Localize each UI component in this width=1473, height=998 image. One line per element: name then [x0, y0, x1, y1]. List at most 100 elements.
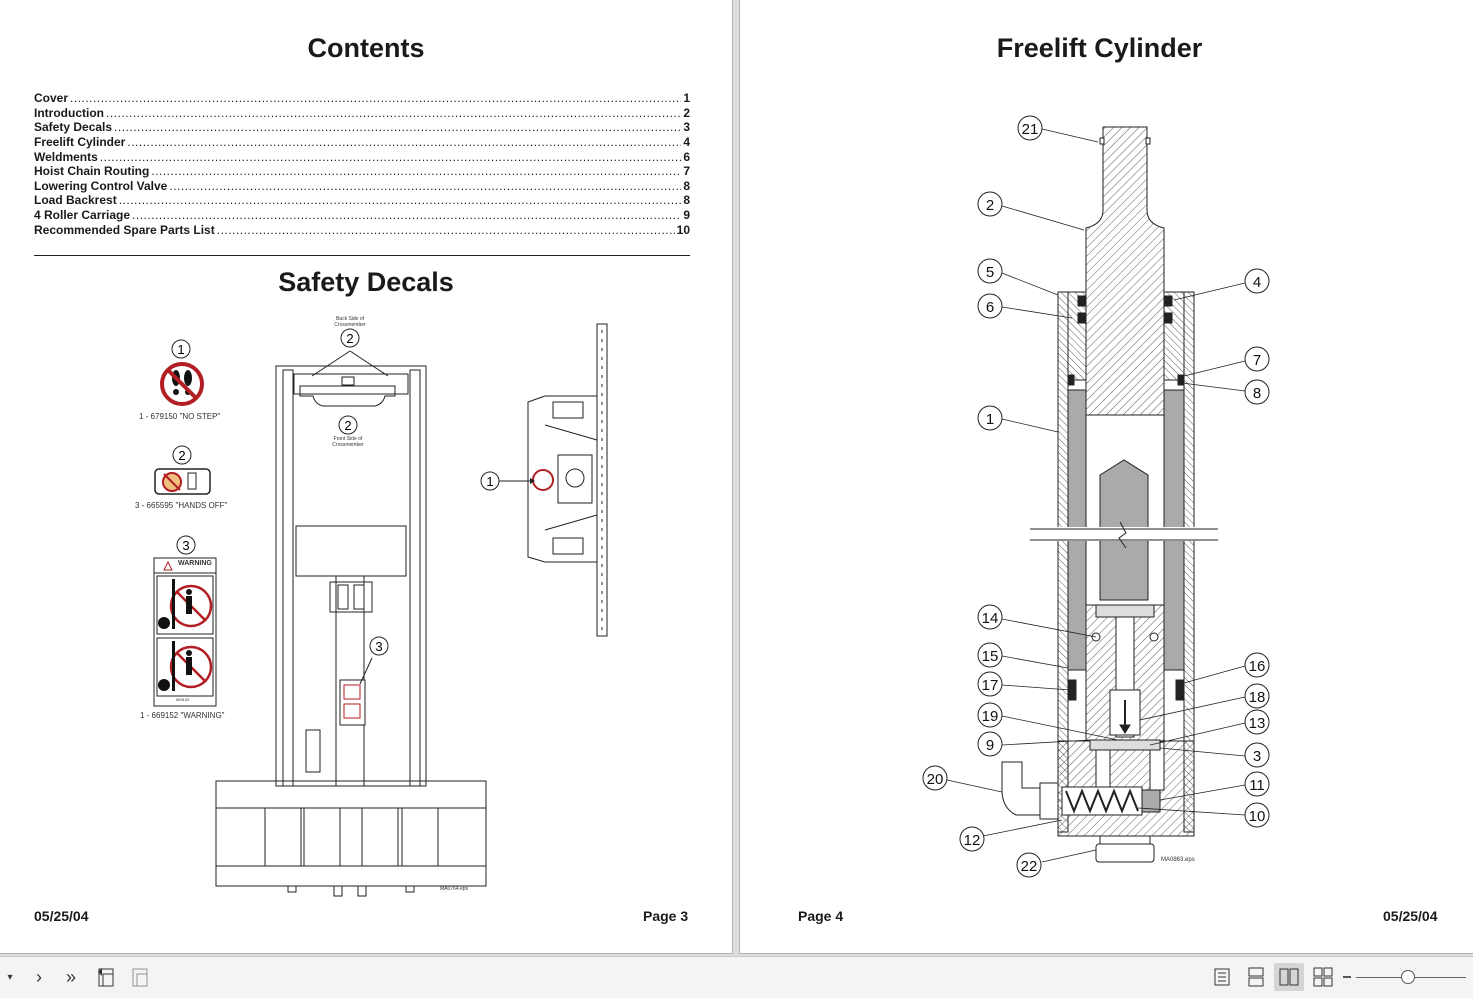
two-page-icon[interactable] [1274, 963, 1304, 991]
divider [34, 255, 690, 256]
callout-21: 21 [1017, 115, 1043, 141]
toc-entry[interactable]: Introduction 2 [34, 106, 690, 121]
svg-text:2: 2 [986, 197, 994, 214]
callout-3-mast: 3 [369, 636, 389, 656]
callout-14: 14 [977, 604, 1003, 630]
toc-entry[interactable]: Recommended Spare Parts List 10 [34, 223, 690, 238]
callout-4: 4 [1244, 268, 1270, 294]
svg-text:1: 1 [177, 342, 184, 357]
toc-entry-page: 10 [676, 222, 690, 237]
callout-3: 3 [1244, 742, 1270, 768]
svg-text:6: 6 [986, 299, 994, 316]
mast-front-view [215, 350, 487, 897]
last-page-icon[interactable]: » [65, 966, 76, 987]
callout-17: 17 [977, 671, 1003, 697]
svg-text:2: 2 [178, 448, 185, 463]
drawing-ref: MA0764.eps [440, 886, 469, 892]
svg-text:2: 2 [344, 418, 351, 433]
back-side-note: Back Side of Crossmember [334, 316, 366, 328]
svg-text:21: 21 [1022, 121, 1039, 138]
svg-text:3: 3 [182, 538, 189, 553]
warning-decal-part-label: 669152 [176, 697, 190, 702]
svg-text:13: 13 [1249, 715, 1266, 732]
next-page-icon[interactable]: › [36, 966, 42, 987]
callout-15: 15 [977, 642, 1003, 668]
toc-entry-label: Load Backrest [34, 193, 117, 208]
rotate-counterclockwise-icon[interactable] [125, 963, 155, 991]
callout-2-front: 2 [338, 415, 358, 435]
front-side-note: Front Side of Crossmember [332, 436, 364, 448]
zoom-out-icon[interactable] [1343, 976, 1351, 978]
callout-16: 16 [1244, 652, 1270, 678]
toc-entry-page: 1 [683, 91, 690, 105]
dropdown-arrow-icon[interactable]: ▾ [7, 971, 13, 983]
svg-text:1: 1 [986, 411, 994, 428]
freelift-cylinder-title: Freelift Cylinder [996, 33, 1203, 63]
svg-text:19: 19 [982, 708, 999, 725]
callout-20: 20 [922, 765, 948, 791]
toc-entry[interactable]: Safety Decals 3 [34, 120, 690, 135]
toc-entry[interactable]: Cover 1 [34, 91, 690, 106]
callout-8: 8 [1244, 379, 1270, 405]
drawing-ref-right: MA0863.eps [1161, 857, 1195, 863]
callout-1-side: 1 [480, 471, 535, 491]
safety-decals-illustration: 1 2 3 [153, 323, 608, 897]
cylinder-section [1001, 126, 1218, 863]
toc-entry-label: 4 Roller Carriage [34, 208, 131, 223]
toc-entry-label: Hoist Chain Routing [34, 164, 150, 179]
toc-entry-label: Safety Decals [34, 120, 113, 135]
svg-text:15: 15 [982, 648, 999, 665]
svg-text:11: 11 [1249, 777, 1265, 794]
toc-entry-label: Freelift Cylinder [34, 134, 126, 149]
left-page: Contents Cover1Introduction2Safety Decal… [0, 0, 732, 953]
no-step-decal-icon [160, 362, 204, 406]
two-page-continuous-icon[interactable] [1308, 963, 1338, 991]
toc-entry-label: Recommended Spare Parts List [34, 222, 215, 237]
toc-entry-page: 3 [683, 120, 690, 135]
callout-1: 1 [977, 405, 1003, 431]
decal-caption-2: 3 - 665595 "HANDS OFF" [135, 501, 228, 510]
toc-entry-label: Cover [34, 91, 69, 105]
svg-text:4: 4 [1253, 274, 1261, 291]
callout-5: 5 [977, 258, 1003, 284]
callout-13: 13 [1244, 709, 1270, 735]
warning-decal-header: WARNING [178, 560, 212, 567]
single-page-icon[interactable] [1207, 963, 1237, 991]
decal-caption-3: 1 - 669152 "WARNING" [140, 711, 225, 720]
svg-text:5: 5 [986, 264, 994, 281]
contents-title: Contents [307, 33, 425, 63]
callout-9: 9 [977, 731, 1003, 757]
toc-entry[interactable]: Lowering Control Valve8 [34, 179, 690, 194]
svg-text:3: 3 [375, 639, 382, 654]
toc-entry[interactable]: Hoist Chain Routing 7 [34, 164, 690, 179]
toc-entry[interactable]: Weldments 6 [34, 150, 690, 165]
callout-22: 22 [1016, 852, 1042, 878]
svg-text:16: 16 [1249, 658, 1266, 675]
toc-entry-page: 6 [683, 149, 690, 164]
callout-3: 3 [176, 535, 196, 555]
table-of-contents: Cover1Introduction2Safety Decals3Freelif… [34, 91, 690, 237]
decal-caption-1: 1 - 679150 "NO STEP" [139, 412, 221, 421]
callout-2-top: 2 [340, 328, 360, 348]
zoom-slider-handle[interactable] [1400, 970, 1415, 984]
svg-text:14: 14 [982, 610, 999, 627]
toc-entry-label: Lowering Control Valve [34, 178, 168, 193]
rotate-page-icon[interactable] [91, 963, 121, 991]
continuous-page-icon[interactable] [1241, 963, 1271, 991]
toc-entry-page: 2 [683, 105, 690, 120]
callout-6: 6 [977, 293, 1003, 319]
toc-entry-page: 9 [683, 208, 690, 223]
svg-text:9: 9 [986, 737, 994, 754]
toc-entry-label: Introduction [34, 105, 104, 120]
toc-entry-page: 7 [683, 164, 690, 179]
toc-entry-label: Weldments [34, 149, 98, 164]
callout-19: 19 [977, 702, 1003, 728]
toc-entry-page: 4 [683, 134, 690, 149]
callout-2: 2 [977, 191, 1003, 217]
callout-leaders [946, 128, 1246, 863]
toc-entry[interactable]: Freelift Cylinder 4 [34, 135, 690, 150]
callout-1: 1 [171, 339, 191, 359]
callout-2: 2 [172, 445, 192, 465]
toc-entry[interactable]: 4 Roller Carriage 9 [34, 208, 690, 223]
toc-entry[interactable]: Load Backrest8 [34, 193, 690, 208]
